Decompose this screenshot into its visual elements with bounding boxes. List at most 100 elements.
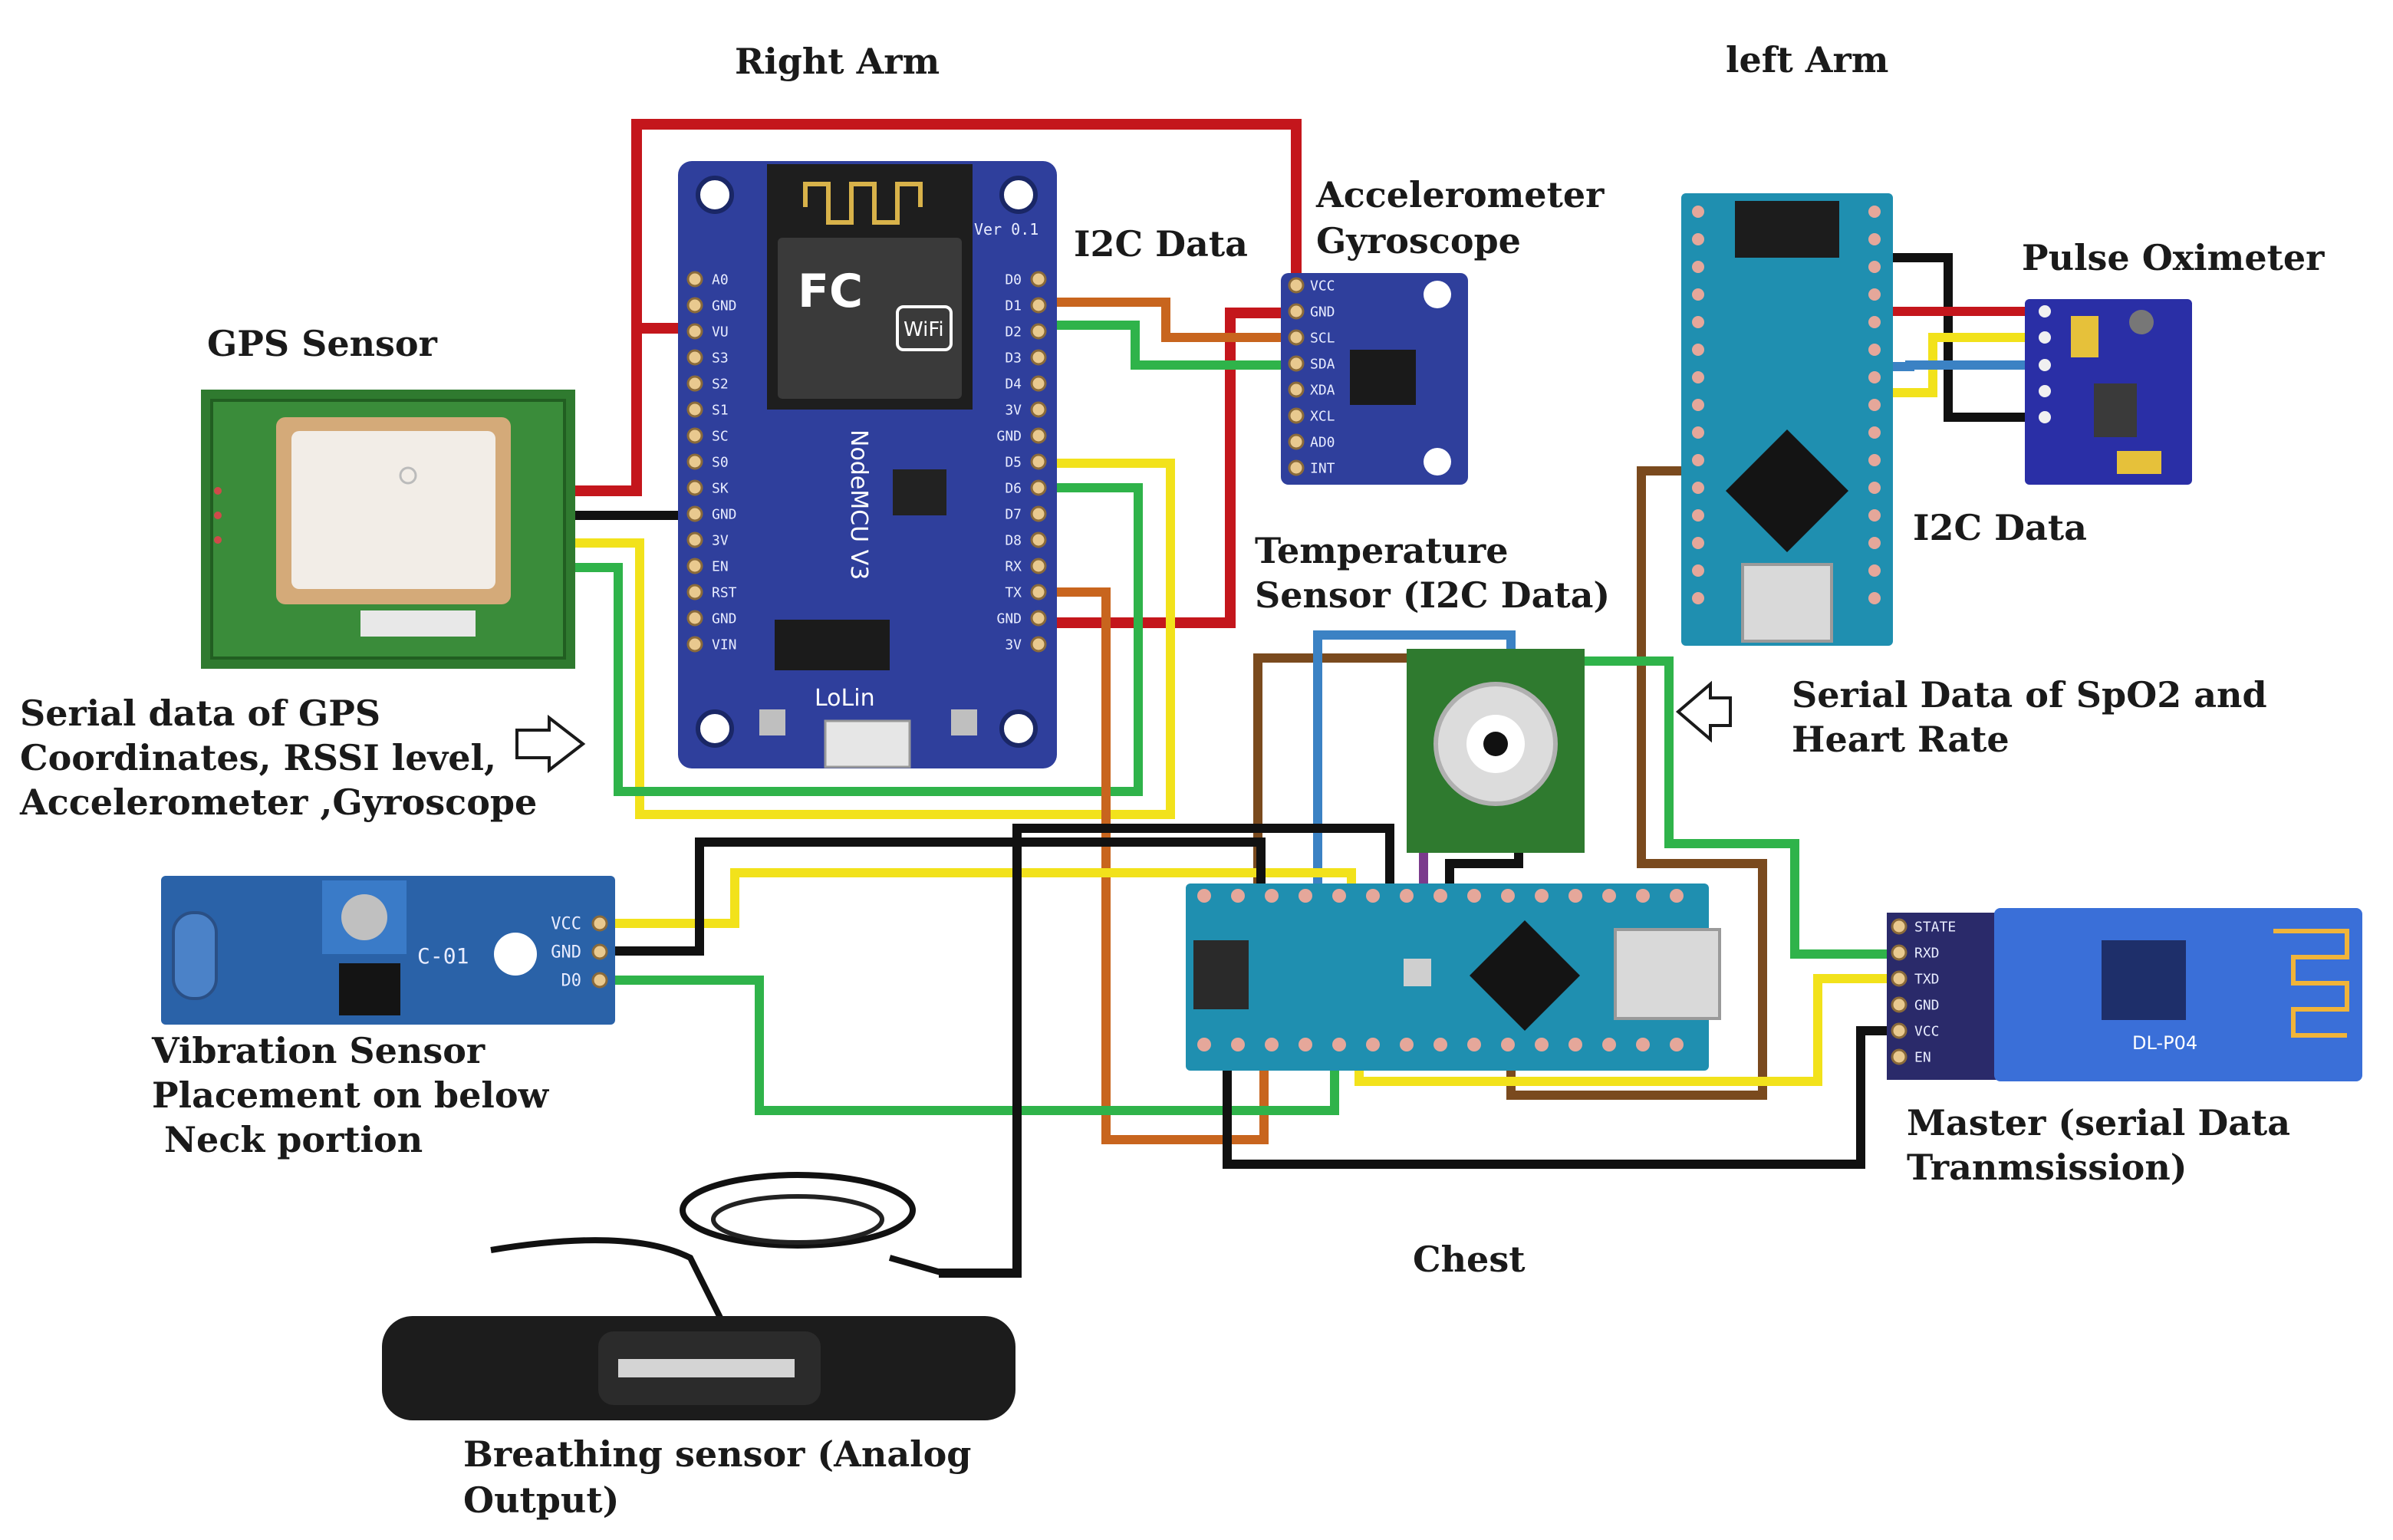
nodemcu-left-pins-pin [686,453,703,470]
section-chest: Chest [1413,1239,1526,1280]
accel-pins-pin [1288,381,1305,398]
wire-orange-d1-scl [1034,298,1301,342]
nodemcu-left-pins-label: GND [712,506,737,522]
i2c-data-right-label: I2C Data [1074,223,1248,265]
left-nano-pad [1692,344,1704,356]
nodemcu-left-pins-label: S3 [712,350,729,366]
nodemcu-left-pins-label: SK [712,480,729,496]
nodemcu-left-pins-pin [686,271,703,288]
left-nano-pad [1868,399,1881,411]
nodemcu-right-pins-label: 3V [1005,637,1022,653]
left-nano-pad [1692,509,1704,522]
nodemcu-right-pins-pin [1030,558,1047,574]
nodemcu-right-pins-pin [1030,375,1047,392]
wire-brown-temp [1253,653,1411,900]
left-arduino-nano [1681,193,1893,646]
nodemcu-wifi-label: WiFi [904,318,944,341]
hc05-pins-pin [1891,996,1907,1013]
master-label-2: Tranmsission) [1907,1147,2187,1188]
hc05-model-label: DL-P04 [2132,1032,2197,1054]
nodemcu-left-pins-label: S1 [712,402,729,418]
chest-nano-pad [1400,1038,1414,1051]
chest-nano-pad [1501,1038,1515,1051]
nodemcu-left-pins-pin [686,531,703,548]
nodemcu-left-pins-pin [686,427,703,444]
nodemcu-left-pins-label: SC [712,428,729,444]
chest-nano-pad [1231,889,1245,903]
chest-nano-pad [1433,1038,1447,1051]
chest-nano-pad [1265,889,1279,903]
nodemcu-right-pins-label: D5 [1005,454,1022,470]
nodemcu-right-pins-label: D8 [1005,532,1022,548]
gps-sensor-label: GPS Sensor [207,323,438,364]
wire-blue-temp [1313,630,1516,900]
chest-nano-pad [1568,889,1582,903]
outline-arrow-right-icon [515,714,586,774]
chest-nano-pad [1197,1038,1211,1051]
wire-black-vib [612,837,1266,956]
nodemcu-brand-label: LoLin [815,685,875,712]
left-nano-pad [1868,509,1881,522]
nodemcu-name-label: NodeMCU V3 [845,429,872,580]
serial-gps-label-2: Coordinates, RSSI level, [20,737,496,778]
accel-pins-pin [1288,303,1305,320]
hc05-pins-pin [1891,970,1907,987]
nodemcu-right-pins-pin [1030,584,1047,601]
chest-nano-pad [1197,889,1211,903]
nodemcu-left-pins-label: EN [712,558,729,574]
nodemcu-right-pins-pin [1030,453,1047,470]
nodemcu-left-pins-pin [686,610,703,627]
left-nano-pad [1868,592,1881,604]
left-nano-pad [1868,233,1881,245]
accel-pins-label: SDA [1310,356,1335,372]
gyroscope-label: Gyroscope [1316,220,1521,262]
left-nano-pad [1868,316,1881,328]
outline-arrow-left-icon [1675,680,1732,743]
nodemcu-right-pins-label: D2 [1005,324,1022,340]
nodemcu-right-pins-label: GND [996,428,1022,444]
left-nano-pad [1868,537,1881,549]
accel-pins-label: SCL [1310,330,1335,346]
nodemcu-right-pins-pin [1030,297,1047,314]
left-nano-pad [1868,344,1881,356]
nodemcu-left-pins-pin [686,375,703,392]
wire-brown-left-chest [1506,466,1767,1100]
nodemcu-right-pins-label: D0 [1005,271,1022,288]
vib-pins-pin [591,972,608,989]
chest-nano-pad [1467,1038,1481,1051]
chest-nano-pad [1602,889,1616,903]
hc05-pins-label: STATE [1914,919,1956,935]
nodemcu-left-pins-label: GND [712,610,737,627]
chest-nano-pad [1602,1038,1616,1051]
accel-pins-label: VCC [1310,278,1335,294]
accel-pins-label: GND [1310,304,1335,320]
left-nano-pad [1692,537,1704,549]
accel-pins-pin [1288,277,1305,294]
left-nano-pad [1692,482,1704,494]
nodemcu-version-label: Ver 0.1 [974,220,1039,239]
left-nano-pad [1692,371,1704,383]
accel-pins-label: XCL [1310,408,1335,424]
left-nano-pad [1868,482,1881,494]
nodemcu-left-pins-pin [686,297,703,314]
nodemcu-left-pins-pin [686,323,703,340]
nodemcu-left-pins-label: RST [712,584,737,601]
left-nano-pad [1868,426,1881,439]
wires [565,119,2049,1278]
vibration-chip-label: C-01 [417,943,469,969]
left-nano-pin-columns [1692,206,1881,604]
nodemcu-right-pins-pin [1030,271,1047,288]
nodemcu-right-pins-pin [1030,479,1047,496]
breathing-label-1: Breathing sensor (Analog [463,1433,971,1475]
i2c-data-left-label: I2C Data [1913,507,2087,548]
left-nano-pad [1868,371,1881,383]
vibration-label-2: Placement on below [152,1074,550,1116]
chest-nano-pad [1535,1038,1549,1051]
hc05-pins-label: TXD [1914,971,1940,987]
wire-green-vib [612,976,1339,1115]
nodemcu-left-pins-label: GND [712,298,737,314]
chest-nano-pad [1332,1038,1346,1051]
nodemcu-left-pins-label: S2 [712,376,729,392]
nodemcu-left-pins-label: 3V [712,532,729,548]
